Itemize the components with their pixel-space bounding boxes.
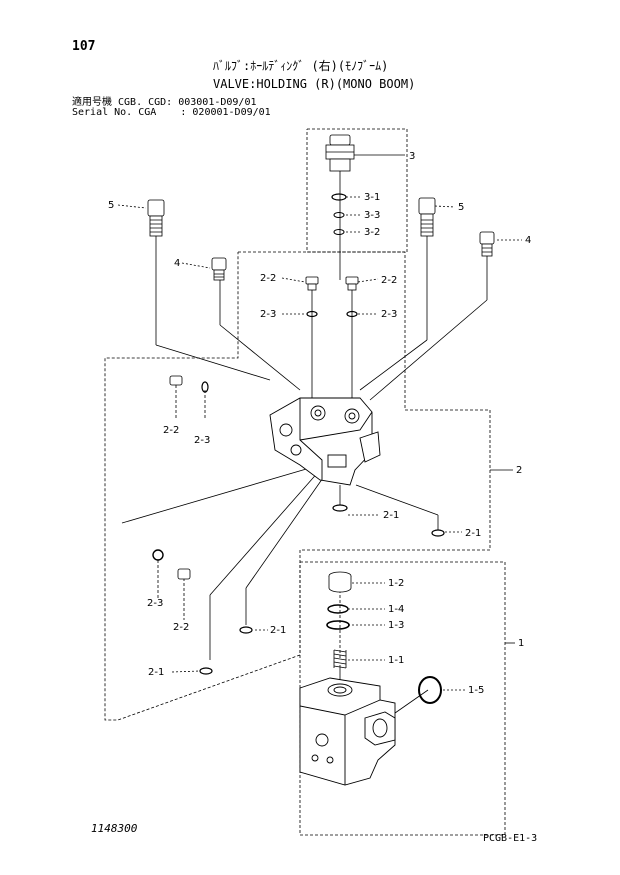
callout-3-2: 3-2 <box>364 227 380 238</box>
callout-1-5: 1-5 <box>468 685 484 696</box>
callout-2-1-a: 2-1 <box>383 510 399 521</box>
ring-3-3 <box>333 212 345 218</box>
bolt-5-left <box>147 199 165 237</box>
callout-2-1-d: 2-1 <box>148 667 164 678</box>
callout-2-2-b: 2-2 <box>381 275 397 286</box>
callout-5-right: 5 <box>458 202 464 213</box>
callout-2-3-d: 2-3 <box>147 598 163 609</box>
callout-1-4: 1-4 <box>388 604 404 615</box>
callout-2-1-b: 2-1 <box>465 528 481 539</box>
callout-2-3-b: 2-3 <box>381 309 397 320</box>
bolt-4-right <box>479 231 495 257</box>
callout-2-3-a: 2-3 <box>260 309 276 320</box>
valve-housing-1 <box>299 677 396 786</box>
o-ring-1-5 <box>418 676 442 704</box>
ring-1-4 <box>327 604 349 614</box>
title-english: VALVE:HOLDING (R)(MONO BOOM) <box>213 77 416 91</box>
callout-3-1: 3-1 <box>364 192 380 203</box>
ring-1-3 <box>326 620 350 630</box>
cartridge-3 <box>325 134 355 172</box>
o-ring-3-1 <box>331 193 347 201</box>
drawing-number: 1148300 <box>91 822 138 835</box>
o-ring-2-1-c <box>239 626 253 634</box>
plug-2-2-d <box>177 568 191 580</box>
o-ring-2-3-d <box>152 549 164 561</box>
page-number: 107 <box>72 39 96 54</box>
callout-1-1: 1-1 <box>388 655 404 666</box>
callout-2: 2 <box>516 465 522 476</box>
spring-1-1 <box>333 649 347 669</box>
callout-1: 1 <box>518 638 524 649</box>
bolt-4-left <box>211 257 227 281</box>
callout-3-3: 3-3 <box>364 210 380 221</box>
plug-2-2-b <box>345 276 359 291</box>
serial-line-1: 適用号機 CGB. CGD: 003001-D09/01 <box>72 97 257 108</box>
o-ring-2-1-a <box>332 504 348 512</box>
callout-5-left: 5 <box>108 200 114 211</box>
callout-4-right: 4 <box>525 235 531 246</box>
o-ring-2-3-c <box>201 381 209 393</box>
piston-1-2 <box>328 571 352 593</box>
bolt-5-right <box>418 197 436 237</box>
o-ring-2-1-b <box>431 529 445 537</box>
callout-2-2-c: 2-2 <box>163 425 179 436</box>
o-ring-2-1-d <box>199 667 213 675</box>
callout-1-3: 1-3 <box>388 620 404 631</box>
callout-2-2-a: 2-2 <box>260 273 276 284</box>
serial-line-2: Serial No. CGA : 020001-D09/01 <box>72 107 271 118</box>
title-japanese: ﾊﾞﾙﾌﾞ:ﾎｰﾙﾃﾞｨﾝｸﾞ (右)(ﾓﾉﾌﾞｰﾑ) <box>213 59 389 73</box>
callout-4-left: 4 <box>174 258 180 269</box>
callout-2-3-c: 2-3 <box>194 435 210 446</box>
o-ring-2-3-a <box>306 310 318 318</box>
group-1-box <box>299 561 506 836</box>
plug-2-2-c <box>169 375 183 386</box>
callout-1-2: 1-2 <box>388 578 404 589</box>
callout-2-1-c: 2-1 <box>270 625 286 636</box>
page-code: PCGB-E1-3 <box>483 833 538 844</box>
group-2-box <box>104 251 491 721</box>
group-3-box <box>306 128 408 253</box>
o-ring-2-3-b <box>346 310 358 318</box>
ring-3-2 <box>333 229 345 235</box>
valve-body-2 <box>269 397 381 486</box>
plug-2-2-a <box>305 276 319 291</box>
callout-2-2-d: 2-2 <box>173 622 189 633</box>
callout-3: 3 <box>409 151 415 162</box>
